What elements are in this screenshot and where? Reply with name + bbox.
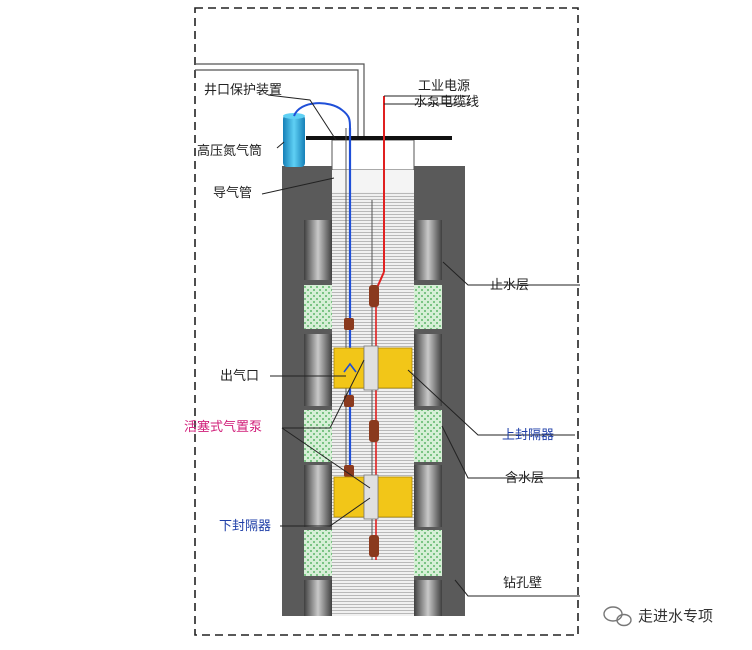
well-casing [331, 139, 415, 171]
label-piston-pump: 活塞式气置泵 [184, 419, 262, 435]
label-water-stop-layer: 止水层 [490, 278, 529, 293]
wechat-icon [603, 606, 632, 627]
aquifer-zones-right [414, 285, 442, 576]
label-upper-packer: 上封隔器 [502, 428, 554, 443]
upper-packer-shape [333, 345, 413, 391]
label-lower-packer: 下封隔器 [219, 519, 271, 534]
air-outlet-icon [343, 362, 357, 373]
label-air-outlet: 出气口 [220, 368, 259, 384]
air-pipe [293, 102, 352, 500]
wellhead-protector [306, 136, 452, 140]
label-power-line2: 水泵电缆线 [414, 94, 479, 110]
water-stop-blocks-left [304, 220, 332, 616]
watermark: 走进水专项 [603, 606, 713, 627]
label-borehole-wall: 钻孔壁 [503, 576, 542, 591]
nitrogen-cylinder [283, 113, 305, 167]
aquifer-zones-left [304, 285, 332, 576]
label-power-line1: 工业电源 [418, 79, 470, 94]
borehole-top [332, 170, 414, 192]
leader-lines [261, 94, 580, 597]
label-aquifer: 含水层 [505, 470, 544, 486]
lower-packer-shape [333, 474, 413, 520]
diagram-frame [194, 7, 579, 636]
label-wellhead-protector: 井口保护装置 [204, 83, 282, 98]
water-stop-blocks-right [414, 220, 442, 616]
label-air-pipe: 导气管 [213, 185, 252, 201]
watermark-text: 走进水专项 [638, 607, 713, 625]
label-nitrogen-cylinder: 高压氮气筒 [197, 143, 262, 159]
pump-stages [344, 285, 379, 557]
